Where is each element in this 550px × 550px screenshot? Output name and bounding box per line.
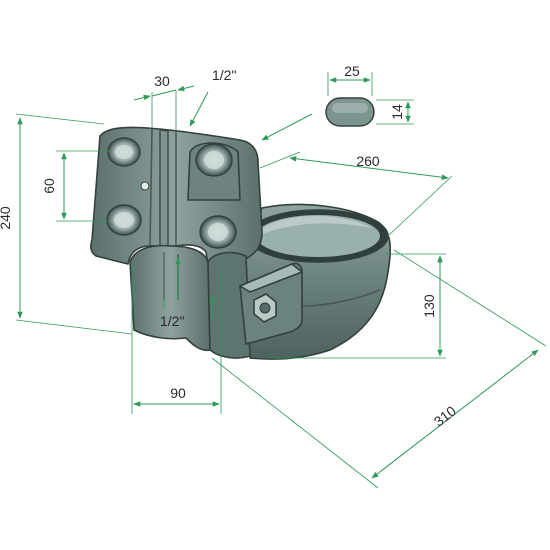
label-slot-length: 25 xyxy=(344,63,360,79)
label-height-total: 240 xyxy=(0,206,13,230)
label-bracket-thickness: 30 xyxy=(154,73,170,89)
label-thread-bottom: 1/2" xyxy=(160,313,184,329)
dimension-lines xyxy=(15,85,547,489)
slot-detail xyxy=(325,72,414,127)
label-thread-top: 1/2" xyxy=(212,67,236,83)
product-illustration xyxy=(90,126,392,360)
lower-body xyxy=(129,244,303,359)
label-bowl-height: 130 xyxy=(421,294,437,318)
label-width-base: 90 xyxy=(170,385,186,401)
label-slot-width: 14 xyxy=(389,104,405,120)
label-hole-spacing: 60 xyxy=(41,178,57,194)
dimension-labels: 240 60 30 1/2" 1/2" 90 260 130 310 25 14 xyxy=(0,63,459,430)
label-bowl-width: 260 xyxy=(356,153,380,169)
label-total-depth: 310 xyxy=(431,402,459,429)
